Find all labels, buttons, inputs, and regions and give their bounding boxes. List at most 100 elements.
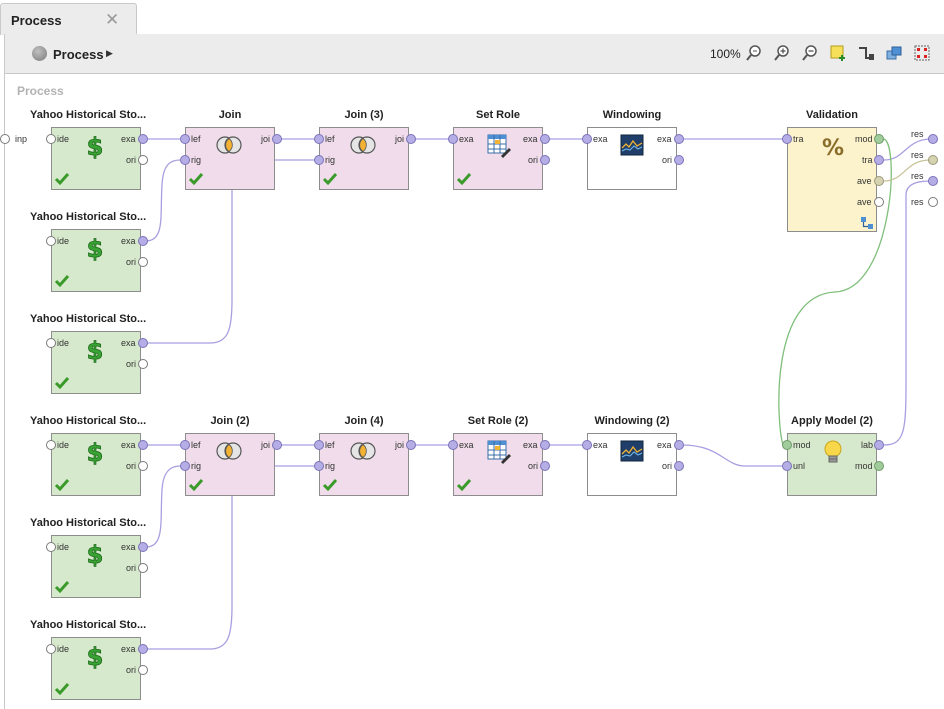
port-label: ori xyxy=(126,359,137,369)
operator-title: Yahoo Historical Sto... xyxy=(30,313,147,325)
input-port[interactable] xyxy=(180,461,190,471)
operator-yahoo-historical-stocks[interactable]: ide exa ori $ xyxy=(51,433,141,496)
dollar-icon: $ xyxy=(86,235,104,261)
operator-windowing[interactable]: exa exa ori xyxy=(587,433,677,496)
output-port[interactable] xyxy=(674,155,684,165)
output-port[interactable] xyxy=(138,338,148,348)
output-port[interactable] xyxy=(138,257,148,267)
dollar-icon: $ xyxy=(86,439,104,465)
output-port[interactable] xyxy=(540,155,550,165)
breadcrumb[interactable]: Process xyxy=(53,47,104,62)
input-port[interactable] xyxy=(46,542,56,552)
input-port[interactable] xyxy=(180,440,190,450)
input-port[interactable] xyxy=(46,440,56,450)
output-port[interactable] xyxy=(138,440,148,450)
result-port[interactable] xyxy=(928,176,938,186)
output-port[interactable] xyxy=(138,134,148,144)
operator-windowing[interactable]: exa exa ori xyxy=(587,127,677,190)
output-port[interactable] xyxy=(138,236,148,246)
output-port[interactable] xyxy=(874,176,884,186)
input-port[interactable] xyxy=(180,134,190,144)
close-icon[interactable]: ✕ xyxy=(105,10,120,29)
operator-yahoo-historical-stocks[interactable]: ide exa ori $ xyxy=(51,331,141,394)
output-port[interactable] xyxy=(406,134,416,144)
operator-join[interactable]: lef rig joi xyxy=(319,433,409,496)
output-port[interactable] xyxy=(540,461,550,471)
output-port[interactable] xyxy=(674,440,684,450)
output-port[interactable] xyxy=(674,134,684,144)
output-port[interactable] xyxy=(874,440,884,450)
output-port[interactable] xyxy=(874,155,884,165)
operator-join[interactable]: lef rig joi xyxy=(319,127,409,190)
output-port[interactable] xyxy=(138,542,148,552)
operator-yahoo-historical-stocks[interactable]: ide exa ori $ xyxy=(51,229,141,292)
checkmark-icon xyxy=(54,479,70,492)
result-port[interactable] xyxy=(928,155,938,165)
output-port[interactable] xyxy=(138,155,148,165)
port-label: rig xyxy=(325,155,336,165)
process-input-port[interactable] xyxy=(0,134,10,144)
add-note-icon[interactable] xyxy=(829,44,847,62)
result-port[interactable] xyxy=(928,134,938,144)
port-label: lef xyxy=(191,134,201,144)
operator-yahoo-historical-stocks[interactable]: ide exa ori $ xyxy=(51,535,141,598)
subprocess-icon[interactable] xyxy=(860,216,874,230)
output-port[interactable] xyxy=(874,197,884,207)
process-icon[interactable] xyxy=(32,46,47,61)
operator-join[interactable]: lef rig joi xyxy=(185,127,275,190)
input-port[interactable] xyxy=(782,134,792,144)
output-port[interactable] xyxy=(540,134,550,144)
input-port[interactable] xyxy=(582,134,592,144)
operator-apply-model[interactable]: mod unl lab mod xyxy=(787,433,877,496)
output-port[interactable] xyxy=(138,359,148,369)
zoom-in-icon[interactable] xyxy=(773,44,791,62)
input-port[interactable] xyxy=(314,440,324,450)
output-port[interactable] xyxy=(272,134,282,144)
auto-wire-icon[interactable] xyxy=(857,44,875,62)
operator-validation[interactable]: tra mod tra ave ave % xyxy=(787,127,877,232)
operator-yahoo-historical-stocks[interactable]: ide exa ori $ xyxy=(51,637,141,700)
input-port[interactable] xyxy=(46,134,56,144)
port-label: exa xyxy=(121,644,136,654)
arrange-operators-icon[interactable] xyxy=(913,44,931,62)
port-label: rig xyxy=(191,155,202,165)
breadcrumb-arrow-icon[interactable]: ▶ xyxy=(106,48,113,58)
zoom-reset-icon[interactable] xyxy=(745,44,763,62)
operator-yahoo-historical-stocks[interactable]: ide exa ori $ xyxy=(51,127,141,190)
input-port[interactable] xyxy=(782,440,792,450)
zoom-out-icon[interactable] xyxy=(801,44,819,62)
output-port[interactable] xyxy=(272,440,282,450)
bring-to-front-icon[interactable] xyxy=(885,44,903,62)
output-port[interactable] xyxy=(138,665,148,675)
input-port[interactable] xyxy=(46,644,56,654)
output-port[interactable] xyxy=(138,563,148,573)
input-port[interactable] xyxy=(448,440,458,450)
output-port[interactable] xyxy=(406,440,416,450)
operator-join[interactable]: lef rig joi xyxy=(185,433,275,496)
output-port[interactable] xyxy=(138,461,148,471)
input-port[interactable] xyxy=(448,134,458,144)
output-port[interactable] xyxy=(874,134,884,144)
operator-set-role[interactable]: exa exa ori xyxy=(453,127,543,190)
input-port[interactable] xyxy=(314,155,324,165)
input-port[interactable] xyxy=(314,134,324,144)
output-port[interactable] xyxy=(540,440,550,450)
join-circles-icon xyxy=(350,442,376,460)
input-port[interactable] xyxy=(46,236,56,246)
operator-set-role[interactable]: exa exa ori xyxy=(453,433,543,496)
input-port[interactable] xyxy=(46,338,56,348)
output-port[interactable] xyxy=(674,461,684,471)
tab-process[interactable]: Process ✕ xyxy=(0,3,137,35)
input-port[interactable] xyxy=(314,461,324,471)
input-port[interactable] xyxy=(180,155,190,165)
port-label: exa xyxy=(121,440,136,450)
output-port[interactable] xyxy=(138,644,148,654)
port-label: mod xyxy=(855,134,873,144)
operator-title: Yahoo Historical Sto... xyxy=(30,211,147,223)
output-port[interactable] xyxy=(874,461,884,471)
input-port[interactable] xyxy=(782,461,792,471)
result-port[interactable] xyxy=(928,197,938,207)
svg-text:$: $ xyxy=(87,337,104,363)
checkmark-icon xyxy=(456,173,472,186)
input-port[interactable] xyxy=(582,440,592,450)
